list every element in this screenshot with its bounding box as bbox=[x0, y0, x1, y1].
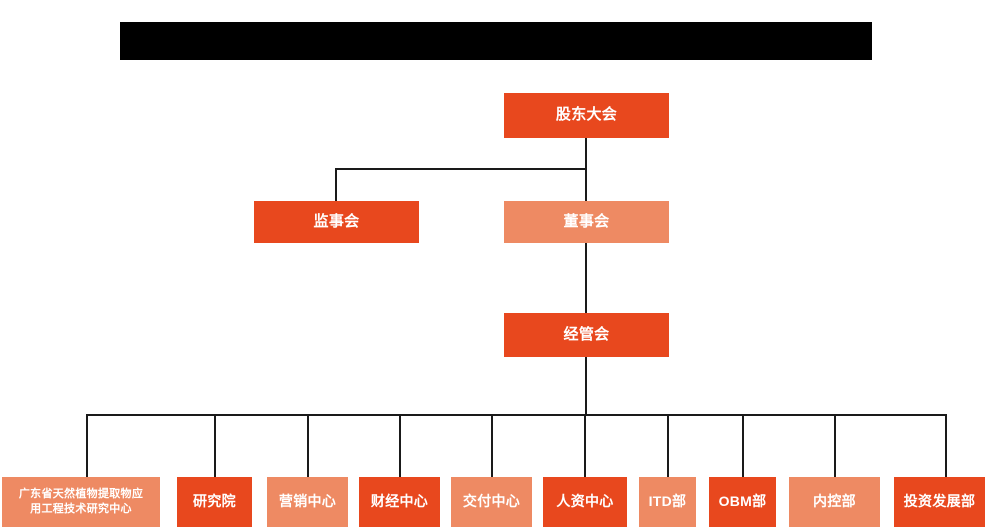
node-dept-marketing-center[interactable]: 营销中心 bbox=[267, 477, 348, 527]
connector-drop-dept-9 bbox=[834, 414, 836, 477]
node-board-of-directors[interactable]: 董事会 bbox=[504, 201, 669, 243]
node-dept-guangdong-research-center[interactable]: 广东省天然植物提取物应 用工程技术研究中心 bbox=[2, 477, 160, 527]
node-dept-delivery-center[interactable]: 交付中心 bbox=[451, 477, 532, 527]
connector-row2-bridge bbox=[335, 168, 587, 170]
node-management-committee-label: 经管会 bbox=[563, 325, 610, 343]
node-dept-obm[interactable]: OBM部 bbox=[709, 477, 776, 527]
connector-drop-dept-7 bbox=[667, 414, 669, 477]
connector-drop-dept-1 bbox=[86, 414, 88, 477]
connector-drop-dept-3 bbox=[307, 414, 309, 477]
node-dept-investment-development[interactable]: 投资发展部 bbox=[894, 477, 985, 527]
node-dept-hr-center-label: 人资中心 bbox=[556, 493, 614, 510]
node-dept-delivery-center-label: 交付中心 bbox=[462, 493, 521, 510]
node-dept-investment-development-label: 投资发展部 bbox=[903, 493, 976, 510]
node-dept-itd[interactable]: ITD部 bbox=[639, 477, 696, 527]
node-dept-research-institute[interactable]: 研究院 bbox=[177, 477, 252, 527]
dept-label-line-1: 广东省天然植物提取物应 bbox=[18, 488, 144, 501]
connector-drop-dept-5 bbox=[491, 414, 493, 477]
connector-board-drop bbox=[585, 168, 587, 201]
node-shareholders-meeting[interactable]: 股东大会 bbox=[504, 93, 669, 138]
dept-label-line-2: 用工程技术研究中心 bbox=[30, 503, 132, 515]
connector-drop-dept-10 bbox=[945, 414, 947, 477]
node-supervisory-board[interactable]: 监事会 bbox=[254, 201, 419, 243]
node-dept-research-institute-label: 研究院 bbox=[193, 493, 236, 510]
node-dept-internal-control[interactable]: 内控部 bbox=[789, 477, 880, 527]
node-shareholders-meeting-label: 股东大会 bbox=[555, 106, 618, 124]
connector-drop-dept-2 bbox=[214, 414, 216, 477]
node-management-committee[interactable]: 经管会 bbox=[504, 313, 669, 357]
connector-shareholders-stem bbox=[585, 138, 587, 169]
node-dept-internal-control-label: 内控部 bbox=[813, 493, 856, 510]
node-dept-obm-label: OBM部 bbox=[718, 493, 767, 510]
connector-management-stem bbox=[585, 357, 587, 415]
node-board-of-directors-label: 董事会 bbox=[563, 212, 610, 230]
node-dept-guangdong-research-center-label: 广东省天然植物提取物应 用工程技术研究中心 bbox=[15, 487, 147, 517]
connector-department-bus bbox=[86, 414, 946, 416]
connector-board-to-management bbox=[585, 243, 587, 313]
node-supervisory-board-label: 监事会 bbox=[313, 212, 360, 230]
node-dept-itd-label: ITD部 bbox=[648, 493, 687, 510]
connector-supervisory-drop bbox=[335, 168, 337, 201]
redacted-title-bar bbox=[120, 22, 872, 60]
connector-drop-dept-4 bbox=[399, 414, 401, 477]
connector-drop-dept-8 bbox=[742, 414, 744, 477]
node-dept-marketing-center-label: 营销中心 bbox=[278, 493, 337, 510]
connector-drop-dept-6 bbox=[584, 414, 586, 477]
node-dept-hr-center[interactable]: 人资中心 bbox=[543, 477, 627, 527]
node-dept-finance-center-label: 财经中心 bbox=[370, 493, 429, 510]
node-dept-finance-center[interactable]: 财经中心 bbox=[359, 477, 440, 527]
